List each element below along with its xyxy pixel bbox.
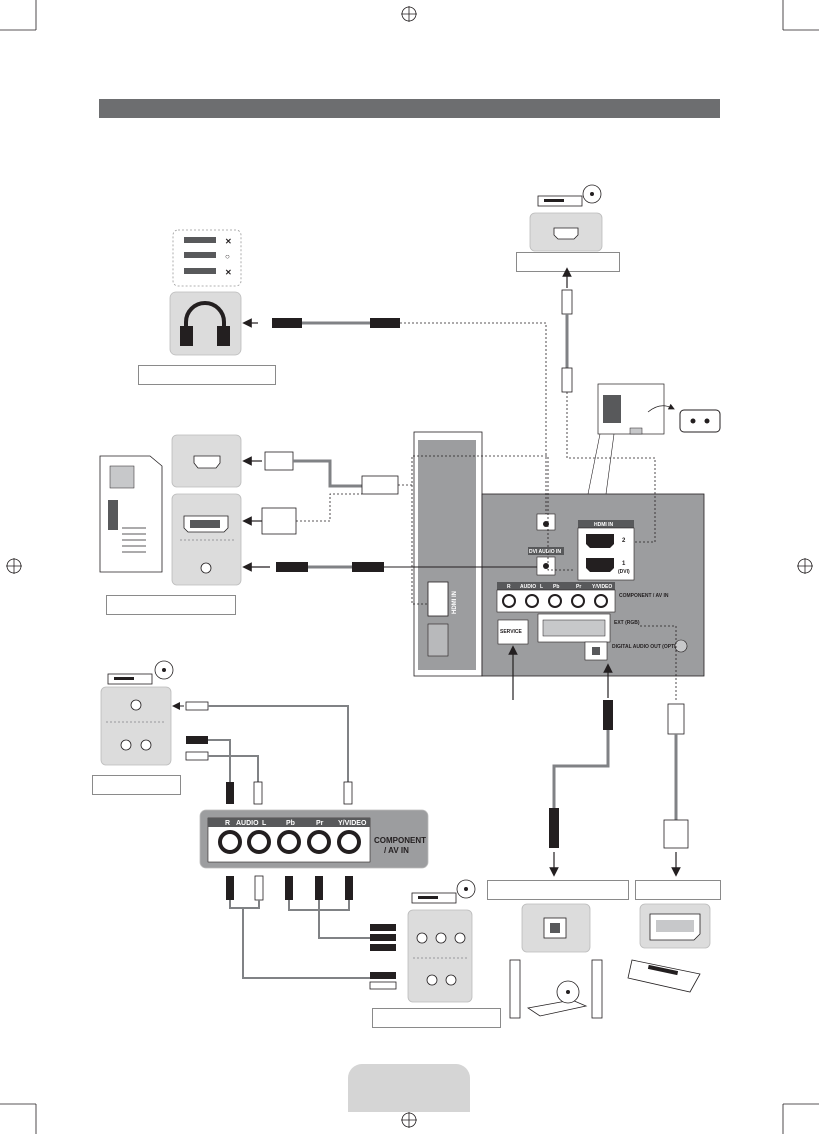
side-hdmi-port bbox=[427, 581, 449, 617]
zoom-jack-pb bbox=[277, 830, 301, 854]
dvi-port-icon bbox=[183, 515, 229, 533]
ext-rgb-label: EXT (RGB) bbox=[614, 620, 640, 626]
rca-jack-pb bbox=[548, 594, 562, 608]
zoom-pb-label: Pb bbox=[286, 820, 295, 827]
headphone-cable bbox=[242, 318, 547, 514]
power-outlet-icon bbox=[679, 409, 721, 433]
pc-cables bbox=[242, 451, 574, 605]
scart-cable bbox=[640, 625, 689, 877]
component-device-panel bbox=[407, 909, 473, 1003]
headphones-icon bbox=[180, 301, 230, 346]
side-usb-port bbox=[427, 623, 449, 657]
hdmi-port-icon bbox=[553, 227, 579, 240]
zoom-r-label: R bbox=[225, 820, 230, 827]
av-cables bbox=[172, 701, 353, 805]
hdmi-port-1-dvi-label: (DVI) bbox=[618, 569, 630, 575]
optical-cable bbox=[549, 663, 613, 877]
scart-device-icon bbox=[627, 959, 701, 993]
component-av-in-label: COMPONENT / AV IN bbox=[619, 593, 669, 599]
zoom-l-label: L bbox=[262, 820, 267, 827]
hdmi-port-2 bbox=[586, 534, 614, 548]
zoom-av-in-label: / AV IN bbox=[384, 846, 409, 855]
plug-types-box: ✕ ○ ✕ bbox=[172, 229, 242, 287]
rca-jack-audio-l bbox=[525, 594, 539, 608]
pr-label: Pr bbox=[576, 584, 581, 590]
speaker-system-icon bbox=[509, 959, 603, 1019]
service-label: SERVICE bbox=[500, 629, 523, 635]
caption-box-headphones bbox=[138, 365, 276, 385]
headphone-jack-icon bbox=[543, 521, 549, 527]
tv-side-panel: HDMI IN bbox=[413, 431, 483, 677]
side-hdmi-label: HDMI IN bbox=[452, 591, 458, 614]
component-dvd-player-icon bbox=[411, 879, 476, 904]
bluray-player-icon bbox=[537, 184, 602, 207]
zoom-audio-label: AUDIO bbox=[236, 820, 259, 827]
av-device-panel bbox=[100, 686, 172, 766]
rca-jack-audio-r bbox=[502, 594, 516, 608]
component-panel-zoom: R AUDIO L Pb Pr Y/VIDEO COMPONENT / AV I… bbox=[199, 809, 429, 869]
plug-mark-2: ○ bbox=[225, 252, 230, 261]
caption-box-component-device bbox=[372, 1008, 501, 1028]
service-port bbox=[497, 619, 529, 645]
pc-audio-out-icon bbox=[200, 562, 212, 574]
pc-hdmi-port-icon bbox=[193, 455, 221, 469]
rca-jack-pr bbox=[571, 594, 585, 608]
caption-box-audio-system bbox=[487, 880, 629, 900]
zoom-jack-audio-l bbox=[247, 830, 271, 854]
hdmi-port-1-label: 1 bbox=[622, 561, 626, 567]
hdmi-cable-top bbox=[561, 267, 656, 543]
hdmi-in-label: HDMI IN bbox=[594, 522, 614, 528]
plug-mark-1: ✕ bbox=[225, 237, 232, 246]
pb-label: Pb bbox=[553, 584, 559, 590]
y-video-label: Y/VIDEO bbox=[592, 584, 612, 590]
tv-back-panel: DVI AUDIO IN HDMI IN 2 1 (DVI) R AUDIO L… bbox=[481, 493, 705, 677]
dvi-audio-in-label: DVI AUDIO IN bbox=[529, 549, 561, 555]
caption-box-av-device bbox=[92, 775, 181, 795]
audio-label: AUDIO bbox=[520, 584, 536, 590]
dvd-player-icon bbox=[107, 660, 174, 685]
caption-box-scart-device bbox=[635, 880, 721, 900]
section-header-bar bbox=[99, 99, 720, 118]
caption-box-pc bbox=[106, 595, 236, 615]
tv-back-icon bbox=[587, 383, 675, 495]
audio-l-label: L bbox=[540, 584, 543, 590]
zoom-jack-audio-r bbox=[218, 830, 242, 854]
component-cables bbox=[226, 875, 397, 990]
zoom-pr-label: Pr bbox=[316, 820, 324, 827]
hdmi-port-1 bbox=[586, 558, 614, 572]
zoom-jack-pr bbox=[307, 830, 331, 854]
antenna-in-port bbox=[674, 639, 688, 653]
zoom-jack-y-video bbox=[337, 830, 361, 854]
plug-mark-3: ✕ bbox=[225, 268, 232, 277]
zoom-y-video-label: Y/VIDEO bbox=[338, 820, 367, 827]
audio-r-label: R bbox=[507, 584, 511, 590]
computer-tower-icon bbox=[99, 455, 163, 573]
hdmi-port-2-label: 2 bbox=[622, 538, 626, 544]
zoom-component-label: COMPONENT bbox=[374, 836, 426, 845]
rca-jack-y-video bbox=[594, 594, 608, 608]
page-number-tab bbox=[348, 1064, 470, 1112]
digital-audio-out-label: DIGITAL AUDIO OUT (OPTICAL) bbox=[612, 644, 688, 650]
